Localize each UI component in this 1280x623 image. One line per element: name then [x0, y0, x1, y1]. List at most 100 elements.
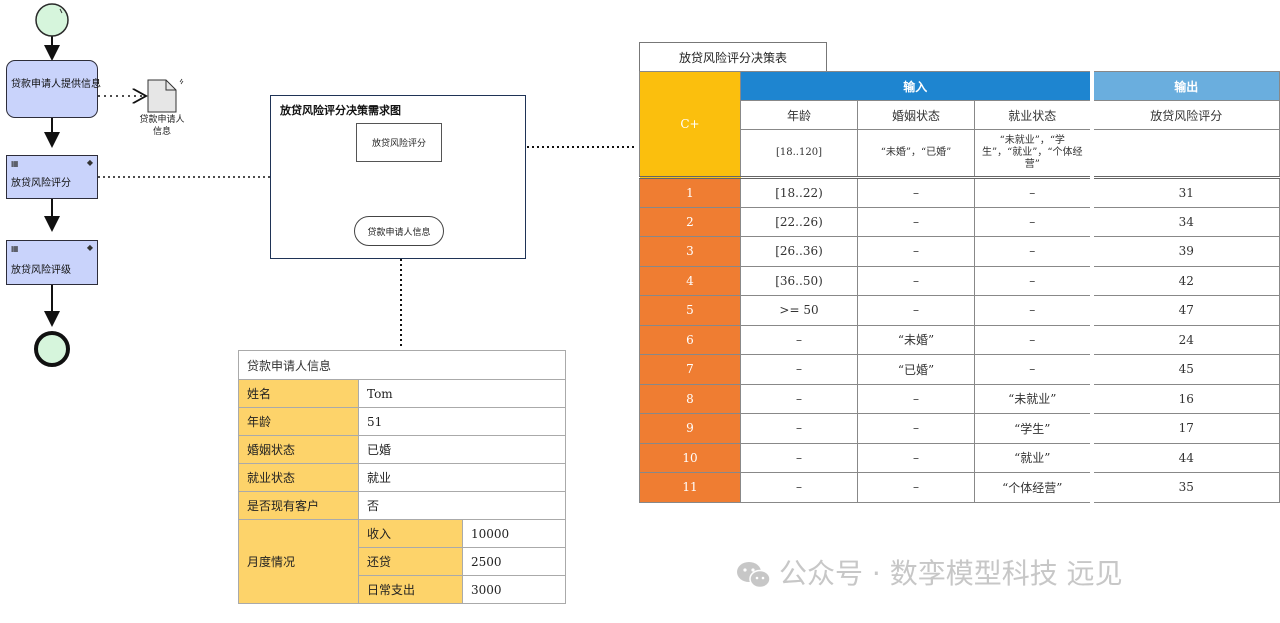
input-data-node[interactable]: 贷款申请人信息 [354, 216, 444, 246]
data-object-label: 贷款申请人 信息 [139, 115, 185, 137]
start-event-marker-icon [59, 8, 63, 14]
marker-icon: ◆ [86, 158, 93, 167]
rule-age: >= 50 [740, 295, 858, 326]
rule-number: 2 [639, 206, 741, 237]
rule-employment: “学生” [973, 413, 1093, 444]
rule-marital: “已婚” [857, 354, 975, 385]
table-row: 8––“未就业”16 [639, 383, 1280, 414]
rule-score: 34 [1089, 206, 1280, 237]
start-event [35, 3, 69, 37]
column-header: 婚姻状态 [857, 100, 975, 130]
info-key: 婚姻状态 [238, 435, 359, 464]
rule-number: 3 [639, 236, 741, 267]
table-row: 月度情况 收入 10000 [238, 519, 566, 604]
rule-number: 5 [639, 295, 741, 326]
data-object-icon [147, 79, 177, 113]
info-subkey: 还贷 [358, 547, 463, 576]
rule-score: 39 [1089, 236, 1280, 267]
link-icon [179, 78, 184, 85]
rule-marital: – [857, 472, 975, 503]
table-row: 11––“个体经营”35 [639, 472, 1280, 503]
rule-age: – [740, 383, 858, 414]
rule-number: 7 [639, 354, 741, 385]
allowed-values: “未婚”，“已婚” [857, 129, 975, 178]
table-row: 婚姻状态 已婚 [238, 435, 566, 464]
table-row: 4[36..50)––42 [639, 265, 1280, 296]
info-value: Tom [358, 379, 566, 408]
rule-score: 31 [1089, 176, 1280, 208]
table-row: 3[26..36)––39 [639, 236, 1280, 267]
task-risk-rating[interactable]: ▦ ◆ 放贷风险评级 [6, 240, 98, 285]
rule-score: 42 [1089, 265, 1280, 296]
table-row: 就业状态 就业 [238, 463, 566, 492]
table-row: 10––“就业”44 [639, 442, 1280, 473]
info-value: 2500 [462, 547, 566, 576]
rule-marital: – [857, 383, 975, 414]
info-key: 就业状态 [238, 463, 359, 492]
rule-marital: – [857, 413, 975, 444]
allowed-values [1089, 129, 1280, 178]
task-risk-score[interactable]: ▦ ◆ 放贷风险评分 [6, 155, 98, 199]
task-label: 放贷风险评分 [11, 178, 71, 189]
rule-employment: “未就业” [973, 383, 1093, 414]
rule-score: 35 [1089, 472, 1280, 503]
allowed-values: [18..120] [740, 129, 858, 178]
table-icon: ▦ [11, 159, 19, 168]
info-key-monthly: 月度情况 [238, 519, 359, 604]
marker-icon: ◆ [86, 243, 93, 252]
info-value: 就业 [358, 463, 566, 492]
table-icon: ▦ [11, 244, 19, 253]
output-header: 输出 [1089, 71, 1280, 101]
applicant-info-table: 贷款申请人信息 姓名 Tom 年龄 51 婚姻状态 已婚 就业状态 就业 是否现… [238, 350, 566, 604]
table-row: 5>= 50––47 [639, 295, 1280, 326]
rule-score: 16 [1089, 383, 1280, 414]
rule-score: 47 [1089, 295, 1280, 326]
rule-number: 10 [639, 442, 741, 473]
info-value: 10000 [462, 519, 566, 548]
rule-employment: – [973, 354, 1093, 385]
info-key: 是否现有客户 [238, 491, 359, 520]
rule-age: [22..26) [740, 206, 858, 237]
info-value: 3000 [462, 575, 566, 604]
rule-age: – [740, 413, 858, 444]
column-header: 放贷风险评分 [1089, 100, 1280, 130]
task-label: 放贷风险评级 [11, 265, 71, 276]
rule-marital: “未婚” [857, 324, 975, 355]
rule-employment: – [973, 176, 1093, 208]
decision-node[interactable]: 放贷风险评分 [356, 123, 442, 162]
table-row: 9––“学生”17 [639, 413, 1280, 444]
wechat-icon [737, 562, 771, 589]
info-value: 51 [358, 407, 566, 436]
rule-number: 4 [639, 265, 741, 296]
rule-age: [18..22) [740, 176, 858, 208]
rule-marital: – [857, 236, 975, 267]
rule-age: – [740, 472, 858, 503]
table-row: 日常支出 3000 [239, 575, 566, 604]
table-row: 7–“已婚”–45 [639, 354, 1280, 385]
rule-score: 24 [1089, 324, 1280, 355]
table-row: 1[18..22)––31 [639, 176, 1280, 208]
decision-table: C+ 输入 输出 年龄 婚姻状态 就业状态 放贷风险评分 [18..120] “… [639, 71, 1280, 503]
rule-number: 6 [639, 324, 741, 355]
decision-table-caption: 放贷风险评分决策表 [639, 42, 827, 71]
info-key: 年龄 [238, 407, 359, 436]
rule-employment: – [973, 265, 1093, 296]
column-header: 年龄 [740, 100, 858, 130]
column-header: 就业状态 [973, 100, 1093, 130]
end-event [34, 331, 70, 367]
requirement-diagram[interactable]: 放贷风险评分决策需求图 放贷风险评分 贷款申请人信息 [270, 95, 526, 259]
watermark: 公众号 · 数孪模型科技 远见 [735, 552, 1123, 592]
diagram-title: 放贷风险评分决策需求图 [280, 104, 401, 117]
info-table-title: 贷款申请人信息 [238, 350, 566, 380]
rule-marital: – [857, 295, 975, 326]
info-value: 已婚 [358, 435, 566, 464]
hit-policy-cell: C+ [639, 71, 741, 178]
input-header: 输入 [739, 71, 1093, 101]
rule-employment: “个体经营” [973, 472, 1093, 503]
table-row: 是否现有客户 否 [238, 491, 566, 520]
rule-marital: – [857, 176, 975, 208]
rule-employment: “就业” [973, 442, 1093, 473]
task-provide-info[interactable]: 贷款申请人提供信息 [6, 60, 101, 118]
